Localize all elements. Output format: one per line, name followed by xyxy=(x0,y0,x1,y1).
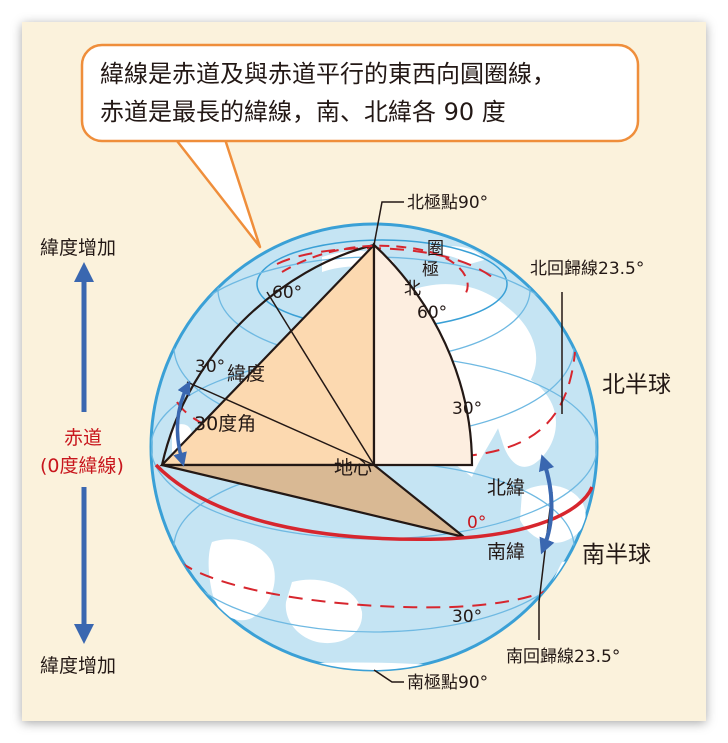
angle-label: 30度角 xyxy=(194,413,256,435)
equator-line xyxy=(154,463,594,542)
south-lat-label: 南緯 xyxy=(487,541,525,563)
arctic-label-3: 圈 xyxy=(427,239,444,259)
equator-sub-label: (0度緯線) xyxy=(40,455,124,477)
north-hemisphere-label: 北半球 xyxy=(602,372,671,398)
callout-pointer xyxy=(168,128,262,249)
deg0-label: 0° xyxy=(467,513,486,533)
wedge-right-face xyxy=(372,242,474,467)
callout-bubble xyxy=(80,43,640,143)
deg60-right: 60° xyxy=(417,303,447,323)
deg30-south: 30° xyxy=(452,607,482,627)
center-label: 地心 xyxy=(334,457,372,479)
radius-60 xyxy=(266,291,375,466)
north-south-arrow xyxy=(538,454,555,555)
deg30-right: 30° xyxy=(452,399,482,419)
arctic-circle xyxy=(281,244,469,299)
arctic-label-1: 北 xyxy=(404,279,421,299)
lat-increase-bottom-label: 緯度增加 xyxy=(40,655,116,677)
lat-increase-top-label: 緯度增加 xyxy=(40,237,116,259)
north-pole-label: 北極點90° xyxy=(407,193,488,213)
tropic-capricorn-label: 南回歸線23.5° xyxy=(506,647,620,667)
callout-line2: 赤道是最長的緯線，南、北緯各 90 度 xyxy=(100,98,506,126)
latitude-label: 緯度 xyxy=(227,363,265,385)
south-pole-label: 南極點90° xyxy=(407,673,488,693)
south-hemisphere-label: 南半球 xyxy=(582,542,651,568)
latitude-diagram: 緯線是赤道及與赤道平行的東西向圓圈線， 赤道是最長的緯線，南、北緯各 90 度 … xyxy=(40,43,671,693)
deg30-left: 30° xyxy=(195,357,225,377)
callout-line1: 緯線是赤道及與赤道平行的東西向圓圈線， xyxy=(100,60,556,88)
arctic-label-2: 極 xyxy=(422,260,439,280)
radius-30 xyxy=(186,381,375,466)
north-lat-label: 北緯 xyxy=(487,477,525,499)
deg60-left: 60° xyxy=(272,283,302,303)
angle-arc xyxy=(173,380,191,467)
wedge-lower xyxy=(161,463,465,539)
equator-label: 赤道 xyxy=(64,427,102,449)
diagram-frame: 緯線是赤道及與赤道平行的東西向圓圈線， 赤道是最長的緯線，南、北緯各 90 度 … xyxy=(22,22,706,721)
tropic-cancer-label: 北回歸線23.5° xyxy=(530,259,644,279)
